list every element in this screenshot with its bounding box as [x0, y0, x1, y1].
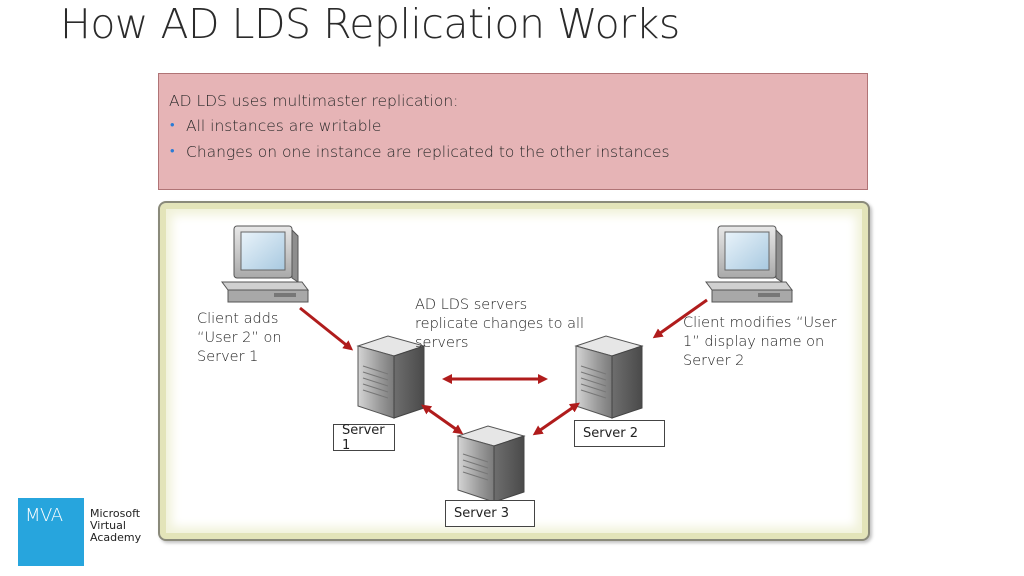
bullet-icon: • — [170, 144, 175, 159]
info-bullet-text: Changes on one instance are replicated t… — [186, 143, 670, 161]
server-2-label: Server 2 — [574, 420, 665, 447]
client-computer-right-icon — [705, 225, 793, 303]
replication-arrow-server1-server3 — [421, 404, 464, 435]
info-bullet: • All instances are writable — [169, 117, 857, 135]
server-3-label: Server 3 — [445, 500, 535, 527]
info-bullet-list: • All instances are writable • Changes on … — [169, 117, 857, 161]
info-bullet-text: All instances are writable — [186, 117, 382, 135]
replication-arrow-server2-server3 — [532, 402, 580, 436]
client-computer-left-icon — [221, 225, 309, 303]
client-right-caption: Client modifies “User 1” display name on… — [683, 315, 837, 369]
info-box: AD LDS uses multimaster replication: • Al… — [158, 73, 868, 190]
mva-logo-badge: MVA — [18, 498, 84, 566]
client-left-caption: Client adds “User 2” on Server 1 — [197, 311, 282, 365]
arrow-client-left-to-server-1 — [299, 306, 354, 351]
server-3-icon — [456, 425, 526, 503]
info-intro: AD LDS uses multimaster replication: — [169, 92, 459, 110]
slide-title: How AD LDS Replication Works — [60, 0, 680, 48]
server-1-icon — [356, 335, 426, 419]
replication-caption: AD LDS servers replicate changes to all … — [415, 297, 585, 351]
mva-logo-text: Microsoft Virtual Academy — [90, 507, 142, 544]
arrow-client-right-to-server-2 — [652, 298, 708, 339]
server-2-icon — [574, 335, 644, 419]
server-1-label: Server 1 — [333, 423, 395, 453]
bullet-icon: • — [170, 118, 175, 133]
info-bullet: • Changes on one instance are replicated … — [169, 143, 857, 161]
